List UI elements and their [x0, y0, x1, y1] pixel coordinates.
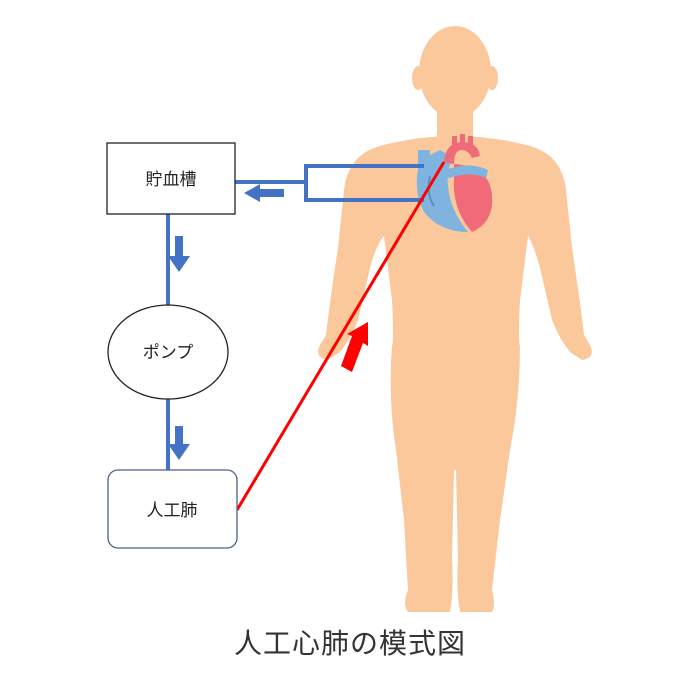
blue-flow-arrows: [168, 184, 284, 460]
artificial-lung-box: [107, 469, 238, 549]
arterial-return-line: [235, 161, 446, 511]
heart-left-side: [454, 164, 493, 232]
flow-arrow-down-icon: [168, 426, 190, 460]
reservoir-box: [106, 142, 236, 215]
aorta-branch-1: [452, 136, 457, 146]
aorta-branch-2: [460, 134, 465, 144]
neck: [437, 110, 473, 138]
flow-arrow-left-icon: [244, 184, 284, 202]
head: [419, 26, 491, 118]
torso-and-arms: [318, 136, 592, 360]
aortic-arch: [444, 142, 480, 164]
right-ear: [486, 66, 498, 90]
pump-circle: [107, 304, 229, 400]
pulmonary-artery: [440, 165, 488, 180]
reservoir-node: 貯血槽: [106, 142, 236, 215]
left-ear: [412, 66, 424, 90]
artificial-lung-node: 人工肺: [107, 469, 238, 549]
flow-arrow-up-icon: [341, 322, 368, 372]
pump-node: ポンプ: [107, 304, 229, 400]
artificial-lung-label: 人工肺: [147, 501, 198, 521]
reservoir-label: 貯血槽: [146, 170, 197, 190]
heart-detail-line: [427, 175, 435, 207]
human-body-figure: [318, 26, 592, 612]
pump-label: ポンプ: [143, 343, 194, 363]
legs: [390, 345, 520, 612]
venous-drainage-line: [166, 164, 424, 470]
diagram-caption: 人工心肺の模式図: [233, 627, 466, 660]
aorta-branch-3: [468, 136, 473, 146]
flow-arrow-down-icon: [168, 236, 190, 272]
heart-icon: [416, 134, 493, 232]
